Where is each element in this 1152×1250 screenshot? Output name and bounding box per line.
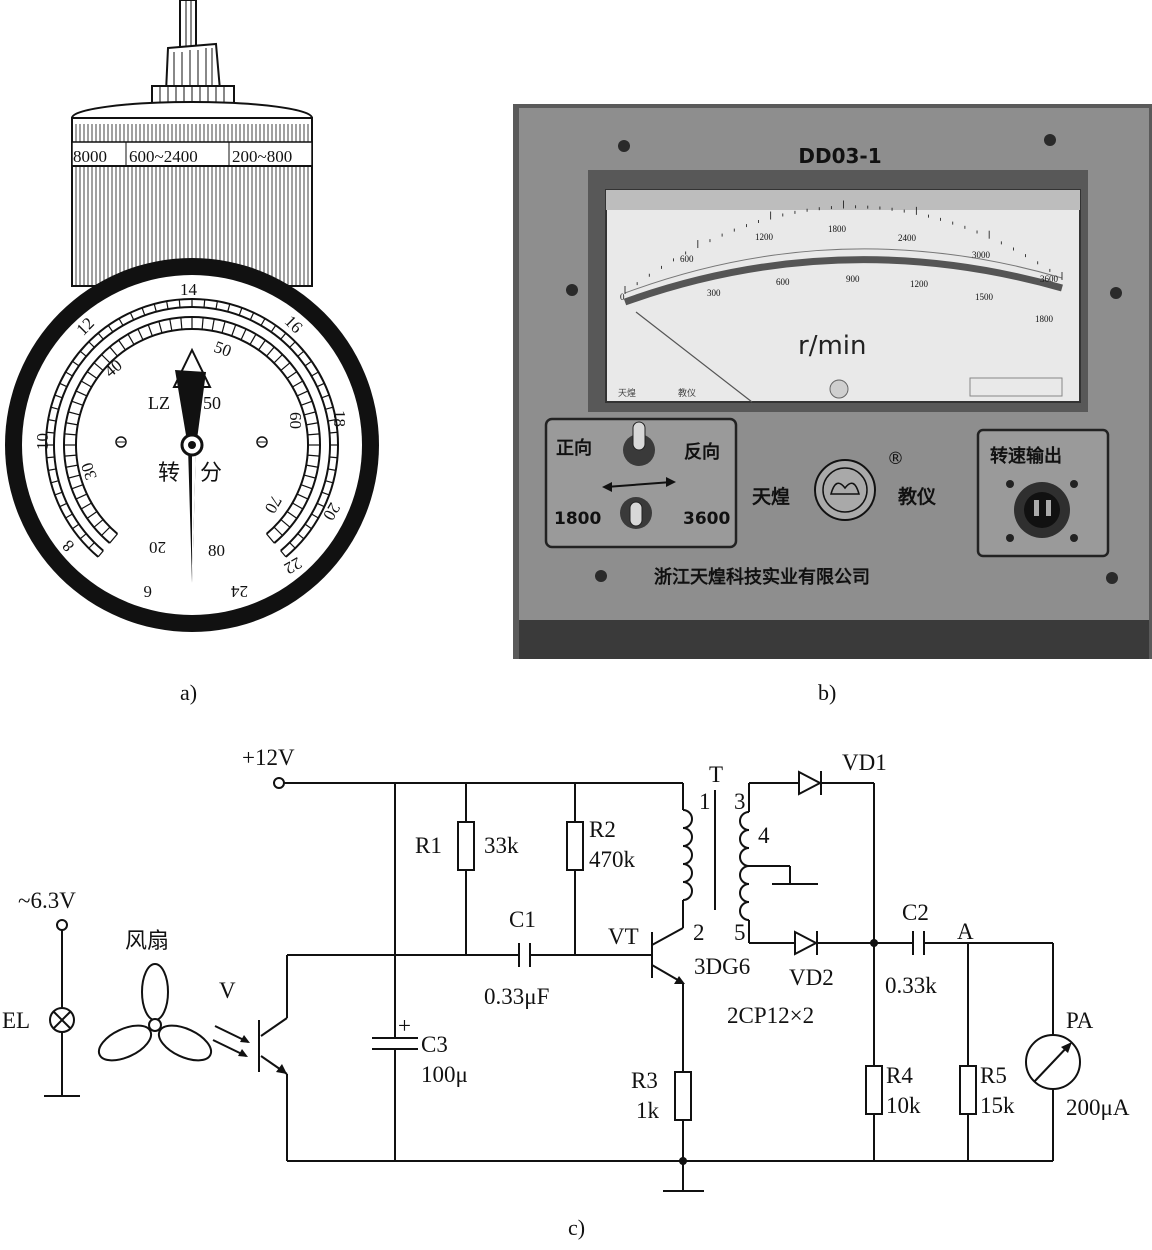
unit-min: 分: [200, 461, 222, 486]
lower-scale-1200: 1200: [910, 279, 929, 289]
pointer-needle: [175, 370, 206, 583]
pin-3: 3: [734, 789, 746, 814]
phototransistor-label: V: [219, 978, 236, 1003]
tachometer-illustration: 8000 600~2400 200~800 14 12 16 10 18 8 2…: [5, 0, 379, 632]
speed-output-label: 转速输出: [990, 445, 1062, 467]
meter-value: 200μA: [1066, 1095, 1130, 1120]
direction-toggle[interactable]: [623, 421, 655, 466]
transistor-label: VT: [608, 924, 639, 949]
inner-scale-80: 80: [208, 541, 225, 560]
transistor-model: 3DG6: [694, 954, 750, 979]
dial-brand-left: 天煌: [618, 387, 636, 399]
pin-2: 2: [693, 920, 705, 945]
company-name: 浙江天煌科技实业有限公司: [654, 566, 870, 588]
model-value: 50: [203, 393, 221, 413]
lamp-icon: [49, 1007, 75, 1033]
lower-scale-900: 900: [846, 274, 860, 284]
inner-scale-30: 30: [77, 460, 101, 482]
r2-label: R2: [589, 817, 616, 842]
upper-scale-1200: 1200: [755, 232, 774, 242]
switch-range-3600: 3600: [683, 509, 730, 529]
inner-scale-20: 20: [149, 538, 166, 557]
upper-scale-600: 600: [680, 254, 694, 264]
upper-scale-0: 0: [620, 292, 625, 302]
head-range-3: 200~800: [232, 147, 292, 166]
r1-value: 33k: [484, 833, 519, 858]
r3-value: 1k: [636, 1098, 660, 1123]
vd1-label: VD1: [842, 750, 887, 775]
c3-plus: +: [398, 1013, 411, 1038]
registered-mark: ®: [887, 449, 904, 469]
switch-forward: 正向: [556, 437, 592, 459]
lower-scale-1800: 1800: [1035, 314, 1054, 324]
lamp-label: EL: [2, 1008, 30, 1033]
c3-value: 100μ: [421, 1062, 468, 1087]
r5-label: R5: [980, 1063, 1007, 1088]
meter-model: DD03-1: [798, 144, 881, 168]
transformer-label: T: [709, 762, 723, 787]
meter-photo: DD03-1 0 600 1200 1800 2400 3000 3600 30…: [513, 104, 1152, 659]
brand-logo-icon: [814, 459, 876, 521]
fan-icon: [97, 963, 213, 1062]
inner-scale-60: 60: [286, 412, 305, 429]
vd2-label: VD2: [789, 965, 834, 990]
head-range-2: 600~2400: [129, 147, 198, 166]
circuit-diagram: +12V R1 33k R2 470k C1 0.33μF + C3 100μ: [2, 745, 1130, 1192]
c1-value: 0.33μF: [484, 984, 549, 1009]
c2-label: C2: [902, 900, 929, 925]
lower-scale-600: 600: [776, 277, 790, 287]
supply-label: +12V: [242, 745, 295, 770]
caption-b: b): [818, 680, 836, 705]
outer-scale-24: 24: [231, 582, 249, 601]
diode-model: 2CP12×2: [727, 1003, 814, 1028]
r1-label: R1: [415, 833, 442, 858]
r4-label: R4: [886, 1063, 913, 1088]
pin-4: 4: [758, 823, 770, 848]
pin-1: 1: [699, 789, 711, 814]
head-range-1: 8000: [73, 147, 107, 166]
outer-scale-14: 14: [180, 280, 198, 299]
r4-value: 10k: [886, 1093, 921, 1118]
c3-label: C3: [421, 1032, 448, 1057]
outer-scale-18: 18: [330, 410, 349, 427]
c2-value: 0.33k: [885, 973, 937, 998]
range-toggle[interactable]: [620, 497, 652, 529]
screw-right-icon: [256, 436, 268, 448]
fan-label: 风扇: [125, 929, 169, 954]
r5-value: 15k: [980, 1093, 1015, 1118]
c1-label: C1: [509, 907, 536, 932]
upper-scale-3000: 3000: [972, 250, 991, 260]
ac-supply-label: ~6.3V: [18, 888, 76, 913]
screw-left-icon: [115, 436, 127, 448]
outer-scale-10: 10: [33, 433, 52, 450]
r2-value: 470k: [589, 847, 636, 872]
caption-a: a): [180, 680, 197, 705]
upper-scale-1800: 1800: [828, 224, 847, 234]
meter-unit: r/min: [798, 331, 866, 361]
brand-left: 天煌: [752, 485, 790, 508]
outer-scale-6: 6: [144, 582, 153, 601]
r3-label: R3: [631, 1068, 658, 1093]
unit-rev: 转: [158, 461, 180, 486]
switch-range-1800: 1800: [554, 509, 601, 529]
switch-reverse: 反向: [684, 441, 720, 463]
output-connector-icon[interactable]: [1006, 480, 1078, 542]
lower-scale-1500: 1500: [975, 292, 994, 302]
lower-scale-300: 300: [707, 288, 721, 298]
node-a-label: A: [957, 919, 974, 944]
model-label: LZ: [148, 393, 170, 413]
caption-c: c): [568, 1215, 585, 1240]
dial-brand-right: 教仪: [678, 387, 696, 399]
pin-5: 5: [734, 920, 746, 945]
upper-scale-2400: 2400: [898, 233, 917, 243]
brand-right: 教仪: [898, 485, 937, 508]
meter-label: PA: [1066, 1008, 1094, 1033]
zero-adjust-icon: [829, 379, 849, 399]
inner-scale-50: 50: [212, 337, 234, 361]
ammeter-icon: [1025, 1034, 1081, 1090]
upper-scale-3600: 3600: [1040, 274, 1059, 284]
